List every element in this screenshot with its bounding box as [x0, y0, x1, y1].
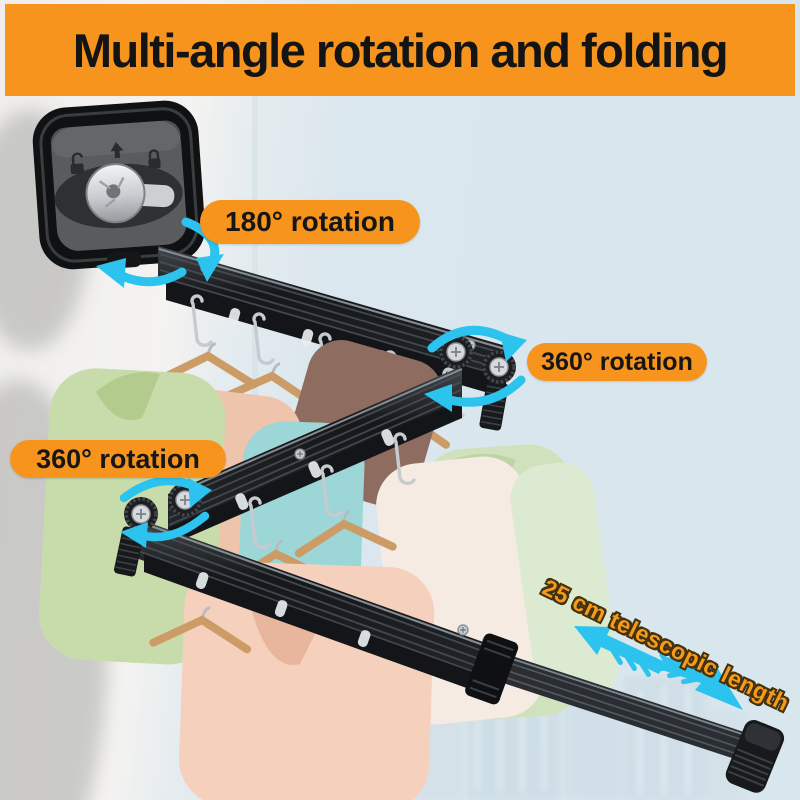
title-banner: Multi-angle rotation and folding	[5, 4, 795, 96]
rotation-180-label: 180° rotation	[200, 200, 420, 244]
rotation-360-left-label: 360° rotation	[10, 440, 226, 478]
screw-icon	[294, 448, 306, 460]
mount-knob	[85, 163, 175, 224]
lock-icon	[148, 149, 161, 169]
page-title: Multi-angle rotation and folding	[72, 23, 729, 77]
slider-junction	[465, 633, 519, 705]
rotation-arrow-icon	[424, 325, 527, 412]
telescopic-bar	[465, 633, 785, 793]
end-cap	[725, 720, 785, 793]
telescopic-arrow-icon	[574, 626, 743, 710]
middle-rail	[167, 366, 463, 549]
rotation-arrow-icons	[96, 217, 527, 548]
screw-icon	[457, 624, 469, 636]
wall-mount: UP	[32, 100, 206, 270]
rotation-arrow-icon	[119, 476, 212, 548]
up-arrow-icon	[110, 142, 124, 159]
unlock-icon	[70, 152, 84, 175]
rotation-360-right-label: 360° rotation	[527, 343, 707, 381]
